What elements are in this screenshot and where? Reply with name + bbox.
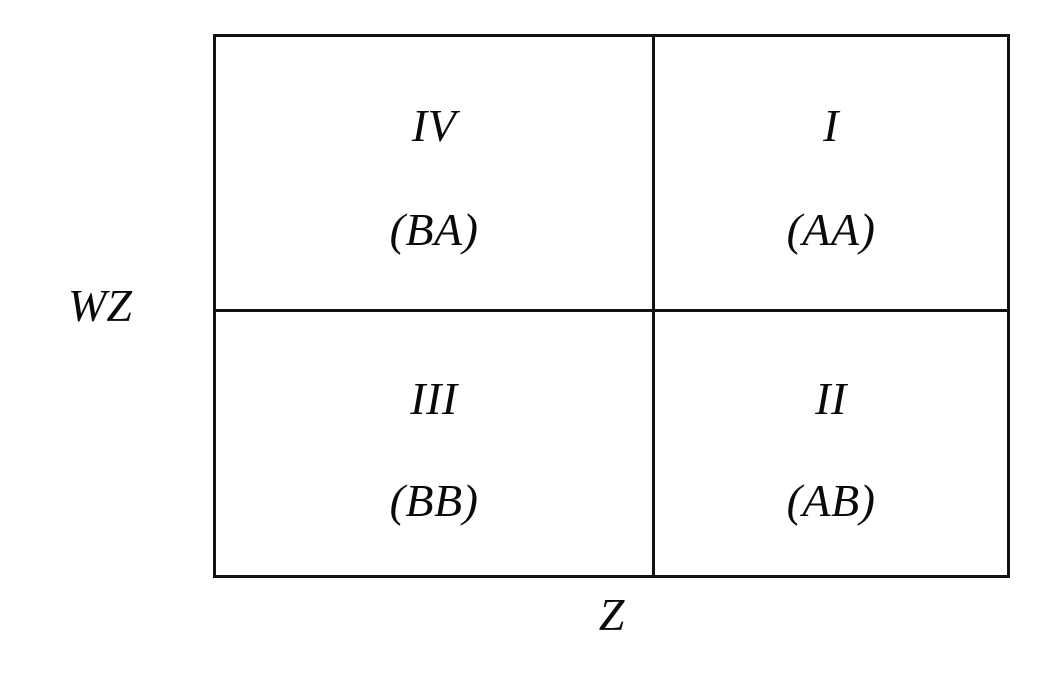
quadrant-bottom-left-code: (BB) [389, 475, 479, 526]
quadrant-top-right-roman: I [823, 100, 839, 151]
quadrant-bottom-left-roman: III [410, 373, 458, 424]
quadrant-bottom-right-code: (AB) [786, 475, 876, 526]
quadrant-top-left-roman: IV [411, 100, 457, 151]
quadrant-matrix: IV (BA) I (AA) III (BB) II (AB) [213, 34, 1010, 578]
quadrant-top-right[interactable]: I (AA) [655, 37, 1007, 309]
quadrant-bottom-right-roman: II [815, 373, 847, 424]
quadrant-top-left[interactable]: IV (BA) [216, 37, 652, 309]
quadrant-bottom-left[interactable]: III (BB) [216, 312, 652, 575]
vertical-divider [652, 37, 655, 575]
horizontal-divider [216, 309, 1007, 312]
quadrant-bottom-right[interactable]: II (AB) [655, 312, 1007, 575]
quadrant-top-left-code: (BA) [389, 204, 479, 255]
x-axis-label: Z [598, 589, 625, 640]
y-axis-label: WZ [68, 280, 132, 331]
quadrant-top-right-code: (AA) [786, 204, 876, 255]
